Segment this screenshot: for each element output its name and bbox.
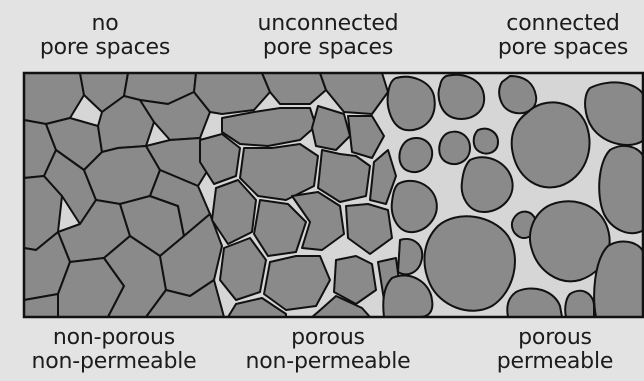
label-line: porous <box>470 326 640 350</box>
label-line: unconnected <box>228 12 428 36</box>
label-unconnected-pore-spaces: unconnected pore spaces <box>228 12 428 60</box>
label-no-pore-spaces: no pore spaces <box>30 12 180 60</box>
label-porous-permeable: porous permeable <box>470 326 640 374</box>
grains-no-pore-spaces <box>24 73 224 317</box>
label-line: pore spaces <box>30 36 180 60</box>
label-connected-pore-spaces: connected pore spaces <box>478 12 644 60</box>
label-line: non-permeable <box>4 350 224 374</box>
label-line: non-porous <box>4 326 224 350</box>
label-non-porous-non-permeable: non-porous non-permeable <box>4 326 224 374</box>
label-line: pore spaces <box>228 36 428 60</box>
label-line: no <box>30 12 180 36</box>
label-line: pore spaces <box>478 36 644 60</box>
label-line: porous <box>228 326 428 350</box>
label-line: connected <box>478 12 644 36</box>
label-line: permeable <box>470 350 640 374</box>
label-porous-non-permeable: porous non-permeable <box>228 326 428 374</box>
label-line: non-permeable <box>228 350 428 374</box>
